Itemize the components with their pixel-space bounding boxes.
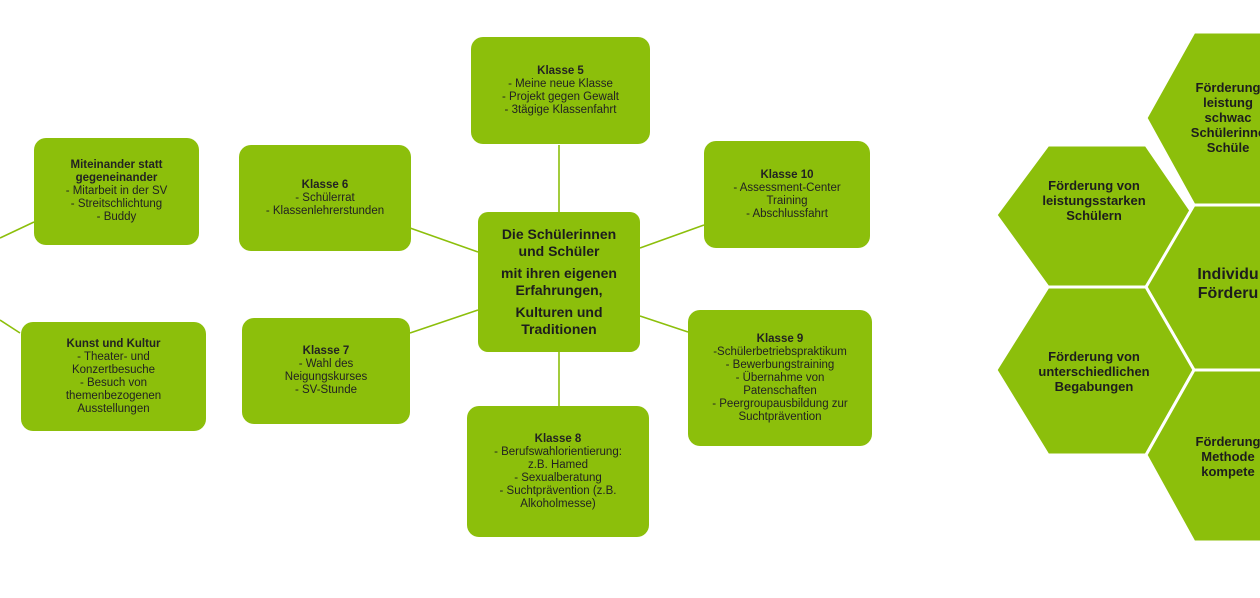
- box-title: Kunst und Kultur: [66, 337, 161, 350]
- box-klasse-5: Klasse 5 - Meine neue Klasse - Projekt g…: [471, 37, 650, 144]
- hexagon-label-leistungsstark: Förderung von leistungsstarken Schülern: [1042, 178, 1146, 223]
- box-klasse-8: Klasse 8 - Berufswahlorientierung: z.B. …: [467, 406, 649, 537]
- box-text: - Wahl des Neigungskurses - SV-Stunde: [284, 358, 368, 396]
- box-title: Klasse 7: [302, 345, 350, 357]
- box-text: -Schülerbetriebspraktikum - Bewerbungstr…: [712, 345, 848, 423]
- box-miteinander: Miteinander statt gegeneinander - Mitarb…: [34, 138, 199, 245]
- box-klasse-9: Klasse 9 -Schülerbetriebspraktikum - Bew…: [688, 310, 872, 446]
- center-line-1: Die Schülerinnen: [501, 226, 617, 242]
- box-text: - Assessment-Center Training - Abschluss…: [733, 181, 841, 220]
- box-text: - Schülerrat - Klassenlehrerstunden: [265, 191, 385, 217]
- box-kunst-kultur: Kunst und Kultur - Theater- und Konzertb…: [21, 322, 206, 431]
- hexagon-label-individuell: Individu Förderu: [1197, 266, 1259, 302]
- box-title: Klasse 10: [760, 168, 814, 181]
- hexagon-label-methoden: Förderung Methode kompete: [1195, 434, 1260, 479]
- box-text: - Mitarbeit in der SV - Streitschlichtun…: [65, 185, 168, 223]
- box-title: Klasse 6: [301, 178, 349, 191]
- box-title: Klasse 9: [756, 332, 804, 345]
- center-line-3: mit ihren eigenen: [501, 265, 617, 281]
- center-line-5: Kulturen und: [515, 304, 603, 320]
- box-title: Klasse 8: [534, 432, 582, 445]
- hexagon-leistungsschwach: [1144, 30, 1260, 207]
- box-klasse-6: Klasse 6 - Schülerrat - Klassenlehrerstu…: [239, 145, 411, 251]
- box-text: - Theater- und Konzertbesuche - Besuch v…: [65, 350, 162, 415]
- box-klasse-7: Klasse 7 - Wahl des Neigungskurses - SV-…: [242, 318, 410, 424]
- box-klasse-10: Klasse 10 - Assessment-Center Training -…: [704, 141, 870, 248]
- hexagon-label-begabungen: Förderung von unterschiedlichen Begabung…: [1038, 349, 1150, 394]
- hexagon-label-leistungsschwach: Förderung leistung schwac Schülerinne Sc…: [1190, 80, 1260, 155]
- box-text: - Meine neue Klasse - Projekt gegen Gewa…: [502, 77, 619, 116]
- box-title: Miteinander statt gegeneinander: [70, 159, 163, 184]
- hexagon-methoden: [1144, 368, 1260, 544]
- box-text: - Berufswahlorientierung: z.B. Hamed - S…: [494, 445, 622, 510]
- center-line-6: Traditionen: [521, 321, 597, 337]
- center-line-4: Erfahrungen,: [515, 282, 603, 298]
- center-node: Die Schülerinnen und Schüler mit ihren e…: [478, 212, 640, 352]
- center-line-2: und Schüler: [518, 243, 600, 259]
- box-title: Klasse 5: [537, 64, 584, 77]
